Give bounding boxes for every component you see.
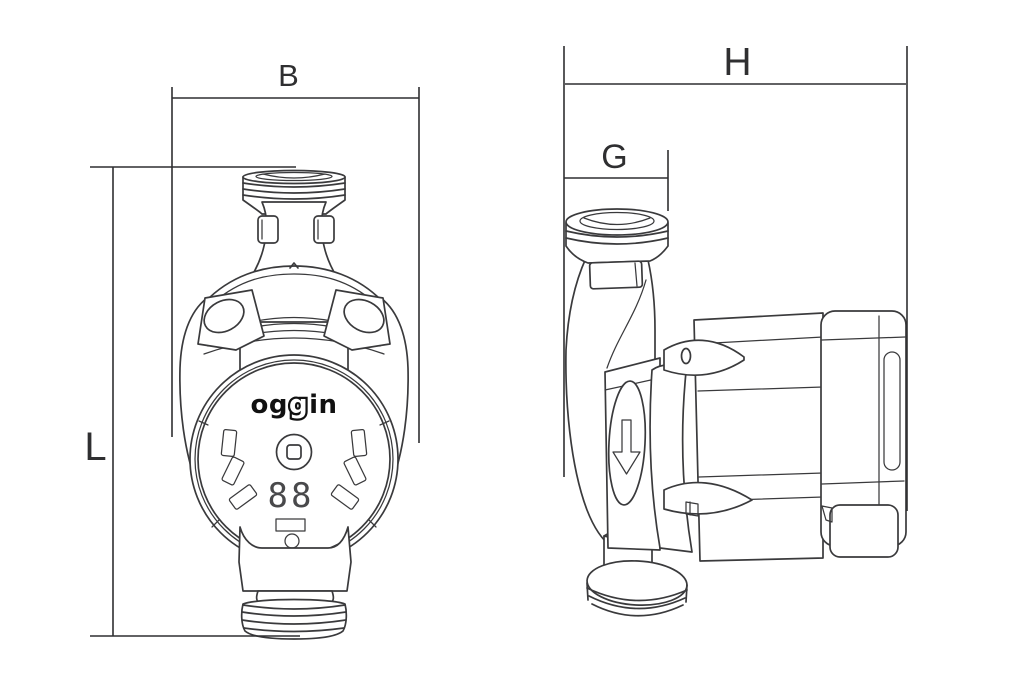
dimension-l: L xyxy=(84,166,300,637)
control-knob[interactable] xyxy=(275,433,313,471)
side-terminal-box xyxy=(829,504,899,558)
side-view: H G xyxy=(563,41,908,617)
side-neck-tab xyxy=(588,260,644,290)
side-top-port xyxy=(565,208,669,264)
led-segment xyxy=(220,428,238,458)
front-bolt-hole-right xyxy=(343,298,385,334)
dimension-h: H xyxy=(563,41,908,511)
dimension-h-label: H xyxy=(723,41,752,84)
side-clamp-band xyxy=(649,364,693,553)
side-flange-tang-top xyxy=(663,339,745,376)
dimension-l-label: L xyxy=(84,425,107,469)
side-control-box xyxy=(820,310,907,558)
side-flange-tang-bottom xyxy=(663,481,753,517)
dimension-b-label: B xyxy=(278,58,300,93)
flow-direction-plate xyxy=(607,380,647,506)
front-flange-right xyxy=(323,289,391,351)
flow-direction-arrow-icon xyxy=(612,419,641,475)
seven-segment-display: 88 xyxy=(268,476,315,516)
face-slot xyxy=(275,518,306,532)
led-segment xyxy=(330,484,360,510)
tang-bolt-hole-top xyxy=(680,347,692,365)
front-neck-tab-right xyxy=(313,215,335,244)
led-segment xyxy=(343,456,367,486)
dimension-g: G xyxy=(564,138,669,211)
dimension-g-label: G xyxy=(601,138,628,176)
led-segment xyxy=(350,428,368,458)
brand-logo: oggin xyxy=(250,390,337,420)
led-segment xyxy=(228,484,258,510)
led-indicator-segments xyxy=(220,428,368,510)
front-flange-left xyxy=(197,289,265,351)
front-view: oggin 88 xyxy=(84,58,420,640)
front-bottom-port xyxy=(240,598,348,640)
led-segment xyxy=(221,456,245,486)
front-bolt-hole-left xyxy=(203,298,245,334)
front-neck-tab-left xyxy=(257,215,279,244)
dimension-b: B xyxy=(171,58,420,443)
